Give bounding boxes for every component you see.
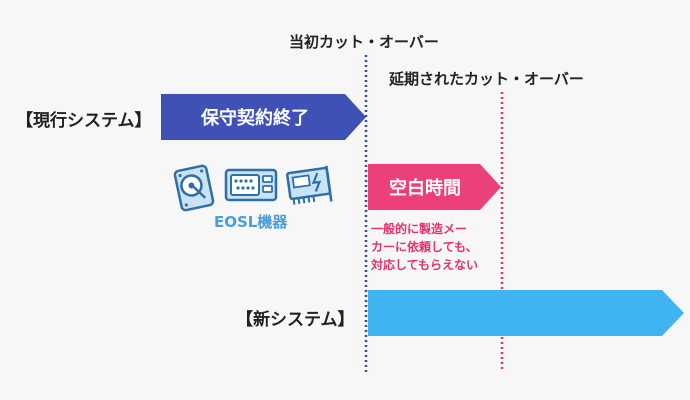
note-line: 対応してもらえない [371, 258, 479, 272]
maintenance-end-arrow: 保守契約終了 [161, 94, 366, 140]
maintenance-end-text: 保守契約終了 [201, 108, 309, 129]
initial-cutover-label: 当初カット・オーバー [289, 33, 439, 51]
note-line: カーに依頼しても、 [371, 240, 478, 254]
current-system-label: 【現行システム】 [16, 111, 152, 131]
hard-disk-icon [173, 164, 215, 212]
expansion-card-icon [286, 165, 333, 205]
blank-time-text: 空白時間 [389, 178, 461, 199]
new-system-arrow [368, 290, 684, 336]
server-unit-icon [224, 168, 278, 202]
extended-cutover-label: 延期されたカット・オーバー [389, 70, 584, 88]
blank-time-note: 一般的に製造メー カーに依頼しても、 対応してもらえない [371, 220, 478, 274]
note-line: 一般的に製造メー [371, 222, 468, 236]
eosl-equipment-label: EOSL機器 [214, 213, 288, 231]
blank-time-arrow: 空白時間 [368, 164, 501, 210]
new-system-label: 【新システム】 [236, 310, 355, 330]
